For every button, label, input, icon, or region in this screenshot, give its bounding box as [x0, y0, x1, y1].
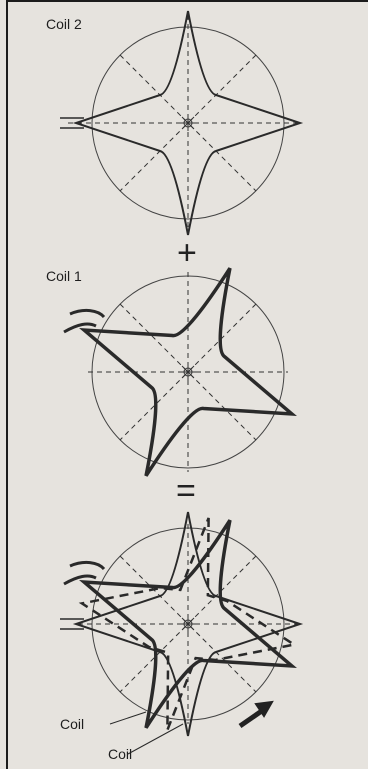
frame-border-top: [6, 0, 368, 2]
combined-coil2-star: [72, 511, 304, 737]
combined-coil1-star: [79, 519, 297, 729]
coil2-leads: [60, 117, 84, 129]
coil1-label: Coil 1: [46, 268, 82, 284]
arrow-icon: [238, 700, 274, 729]
coil1-star: [79, 267, 297, 477]
label-leaders: [109, 711, 184, 755]
combined-resultant-star: [78, 517, 298, 731]
coil-label-a: Coil: [60, 716, 85, 732]
coil2-center-icon: [180, 115, 196, 131]
combined-diagram: [60, 511, 304, 755]
combined-leads: [60, 560, 106, 630]
coil1-center-icon: [180, 364, 196, 380]
coil2-diagram: [60, 10, 304, 236]
coil1-diagram: [63, 267, 297, 477]
coil-label-b: Coil: [108, 746, 133, 762]
coil1-leads: [63, 308, 106, 334]
combined-center-icon: [180, 616, 196, 632]
equals-sign: =: [176, 472, 196, 510]
plus-sign: +: [177, 234, 197, 272]
coil2-star: [72, 10, 304, 236]
frame-border-left: [6, 0, 8, 769]
coil2-label: Coil 2: [46, 16, 82, 32]
